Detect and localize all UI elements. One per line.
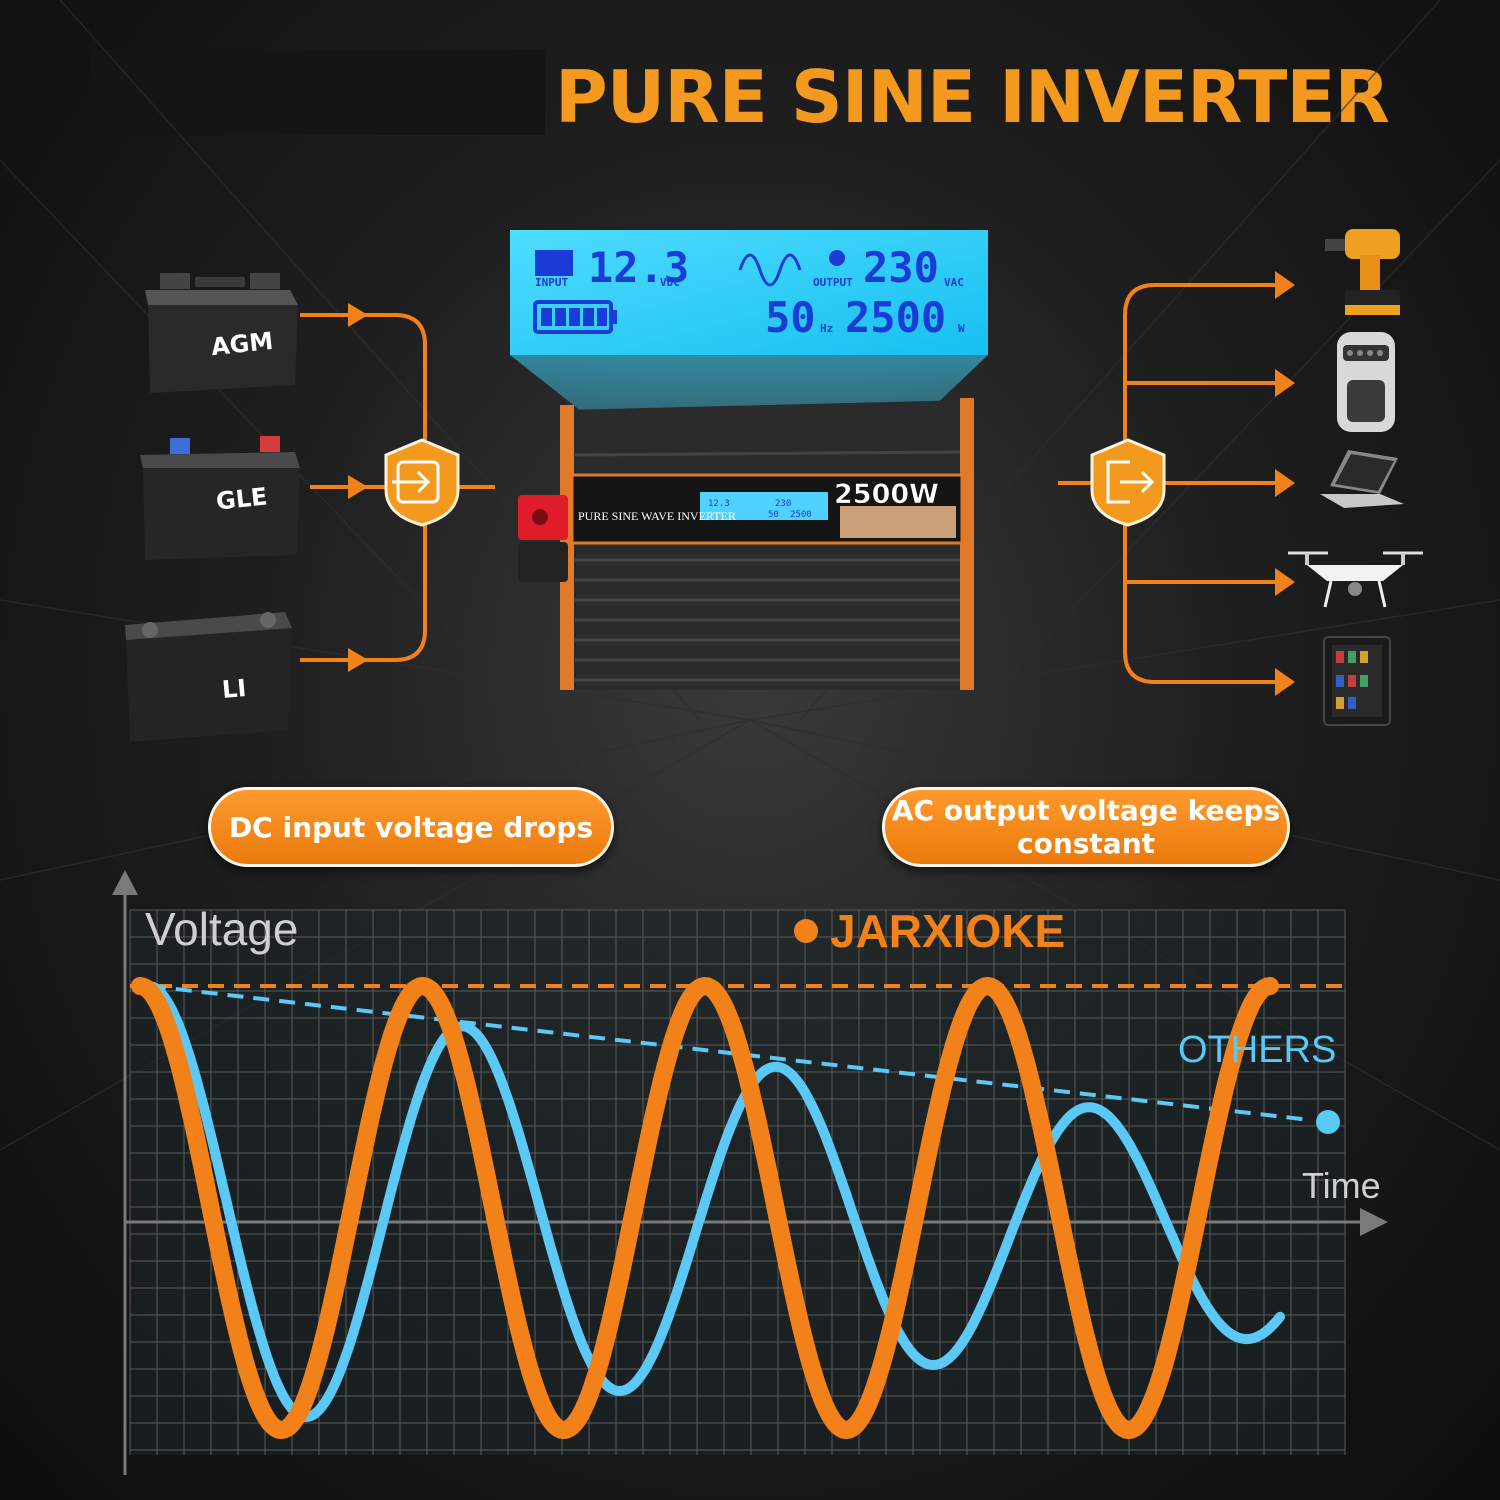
battery-status-icon bbox=[535, 250, 573, 276]
chart-grid bbox=[129, 909, 1346, 1455]
dc-input-callout: DC input voltage drops bbox=[208, 787, 614, 867]
dark-patch bbox=[90, 50, 545, 135]
lcd-power-value: 2500 bbox=[845, 293, 946, 342]
lcd-input-unit: VDC bbox=[660, 276, 680, 289]
y-axis-arrow-icon bbox=[112, 870, 138, 895]
others-end-marker bbox=[1316, 1110, 1340, 1134]
agm-battery-icon bbox=[145, 273, 298, 393]
lcd-output-value: 230 bbox=[863, 243, 939, 292]
legend-jarxioke: JARXIOKE bbox=[830, 905, 1065, 957]
device-power-badge: 2500W bbox=[834, 479, 939, 510]
lcd-freq-unit: Hz bbox=[820, 322, 833, 335]
lcd-input-value: 12.3 bbox=[588, 243, 689, 292]
drill-icon bbox=[1325, 229, 1400, 315]
device-mini-freq: 50 bbox=[768, 510, 779, 520]
lcd-power-unit: W bbox=[958, 322, 965, 335]
battery-bar-icon bbox=[533, 300, 617, 334]
others-reference-line bbox=[149, 984, 1311, 1122]
inverter-device bbox=[510, 230, 988, 690]
series-line-jarxioke bbox=[131, 976, 1279, 1440]
device-mini-input: 12.3 bbox=[708, 499, 730, 509]
device-mini-power: 2500 bbox=[790, 510, 812, 520]
drone-icon bbox=[1288, 551, 1423, 608]
page-title: PURE SINE INVERTER bbox=[555, 55, 1390, 139]
device-brand-text: PURE SINE WAVE INVERTER bbox=[578, 509, 736, 523]
lcd-input-label: INPUT bbox=[535, 276, 568, 289]
sine-wave-icon bbox=[738, 253, 802, 287]
legend-others: OTHERS bbox=[1178, 1029, 1336, 1071]
fridge-icon bbox=[1323, 636, 1391, 726]
lcd-output-unit: VAC bbox=[944, 276, 964, 289]
li-battery-icon bbox=[125, 612, 292, 742]
jarxioke-legend-dot bbox=[794, 919, 818, 943]
device-mini-output: 230 bbox=[775, 499, 791, 509]
bulb-icon bbox=[829, 250, 845, 266]
chart-grid-background bbox=[130, 910, 1345, 1455]
ac-output-callout: AC output voltage keeps constant bbox=[882, 787, 1290, 867]
lcd-output-label: OUTPUT bbox=[813, 276, 853, 289]
y-axis-label: Voltage bbox=[145, 903, 298, 955]
lcd-freq-value: 50 bbox=[765, 293, 816, 342]
lcd-readout: INPUT 12.3 VDC OUTPUT 230 VAC 50 Hz 2500… bbox=[533, 243, 965, 523]
gle-battery-icon bbox=[140, 436, 300, 560]
series-line-others bbox=[145, 981, 1285, 1423]
laptop-icon bbox=[1320, 450, 1404, 508]
x-axis-label: Time bbox=[1302, 1165, 1381, 1206]
coffee-maker-icon bbox=[1337, 332, 1395, 432]
x-axis-arrow-icon bbox=[1360, 1208, 1388, 1236]
